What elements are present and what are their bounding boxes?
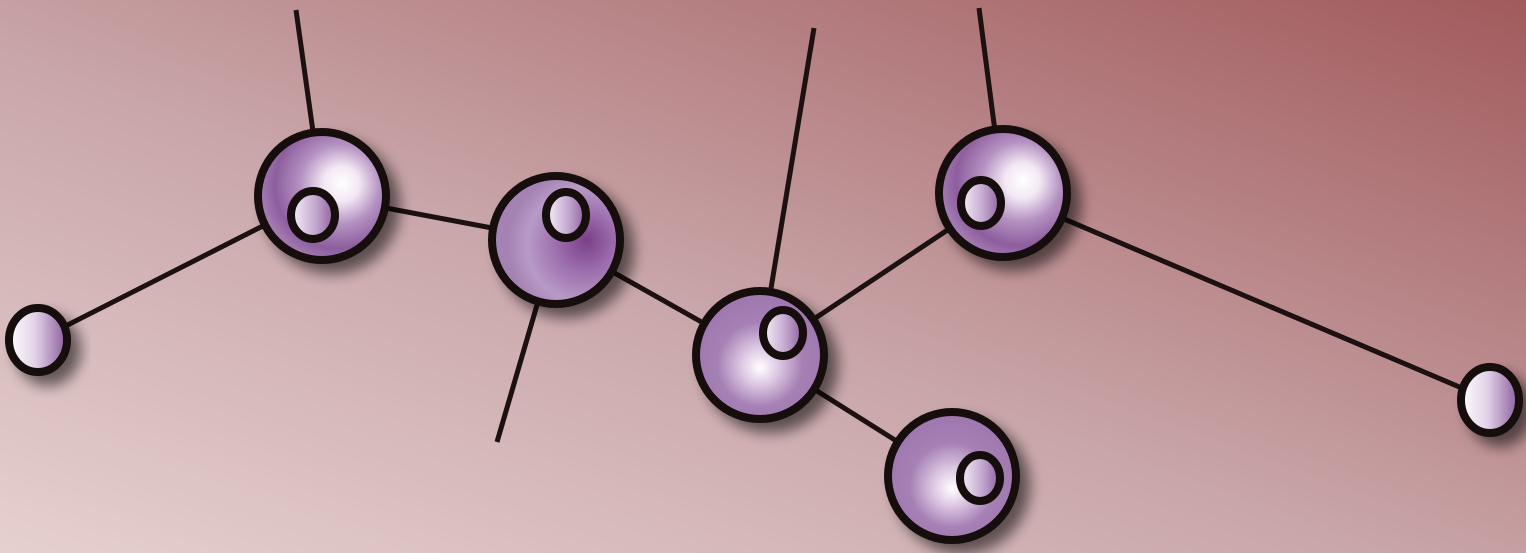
- atom-a7: [1457, 363, 1523, 437]
- atom-a2: [254, 128, 390, 264]
- bond-a6-a7: [1002, 190, 1491, 403]
- atom-a3-inner: [542, 188, 590, 242]
- atom-a5: [884, 408, 1020, 544]
- atom-a4-inner: [759, 306, 807, 360]
- atom-a6: [935, 125, 1071, 261]
- atoms: [5, 125, 1523, 544]
- atom-a6-inner: [957, 176, 1005, 230]
- atom-a5-inner: [956, 451, 1004, 505]
- atom-a1: [5, 304, 71, 376]
- atom-a2-inner: [287, 187, 339, 243]
- atom-a4: [692, 287, 828, 423]
- atom-a3: [488, 172, 624, 308]
